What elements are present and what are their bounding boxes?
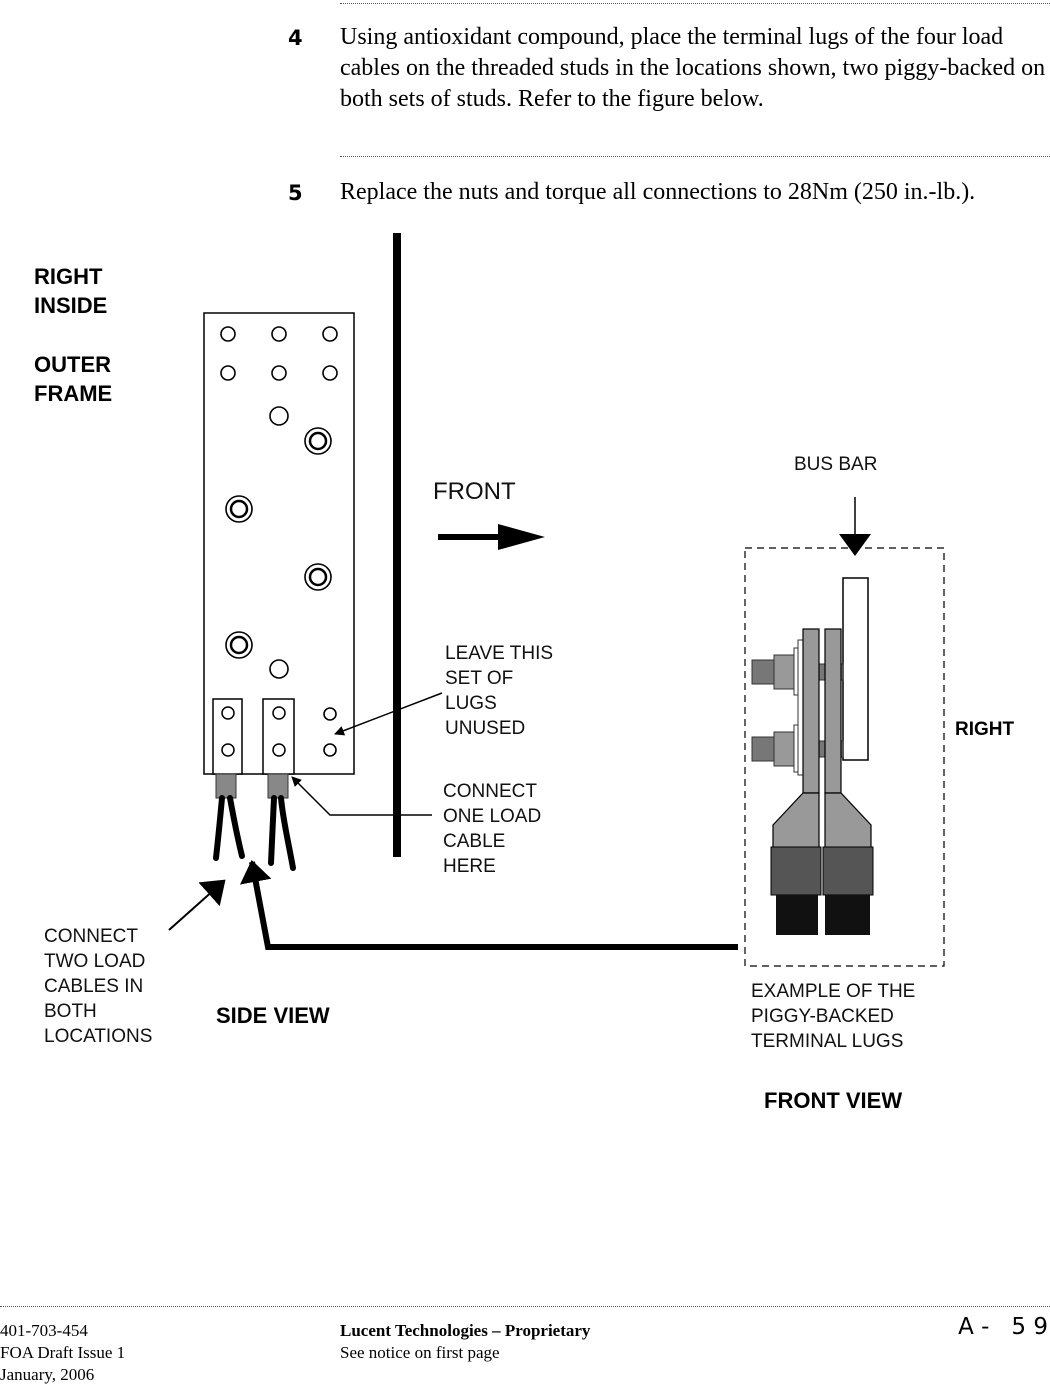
front-arrow-icon [438, 524, 545, 550]
load-cables [213, 795, 296, 871]
connect-one-line-4: HERE [443, 856, 496, 877]
notice: See notice on first page [340, 1343, 500, 1362]
front-view-detail [744, 547, 945, 967]
connect-two-line-4: BOTH [44, 1001, 97, 1022]
connect-two-line-5: LOCATIONS [44, 1026, 152, 1047]
connect-two-line-2: TWO LOAD [44, 951, 145, 972]
frame-label-line-1: RIGHT [34, 264, 103, 289]
step-5-number: 5 [288, 181, 303, 205]
step-4-text: Using antioxidant compound, place the te… [340, 24, 1046, 112]
side-view-label: SIDE VIEW [216, 1003, 330, 1028]
example-pointer-arrow-icon [239, 860, 738, 950]
footer-left: 401-703-454 FOA Draft Issue 1 January, 2… [0, 1320, 125, 1386]
date: January, 2006 [0, 1365, 95, 1384]
footer-separator [0, 1306, 1050, 1307]
front-view-label: FRONT VIEW [764, 1088, 902, 1113]
step-separator [340, 156, 1050, 157]
example-line-2: PIGGY-BACKED [751, 1006, 894, 1027]
leave-unused-line-2: SET OF [445, 668, 513, 689]
step-4-number: 4 [288, 26, 303, 50]
doc-number: 401-703-454 [0, 1321, 88, 1340]
bus-bar-label: BUS BAR [794, 454, 877, 475]
step-separator-top [340, 3, 1050, 4]
leave-unused-line-1: LEAVE THIS [445, 643, 553, 664]
example-line-3: TERMINAL LUGS [751, 1031, 903, 1052]
front-label: FRONT [433, 478, 516, 505]
leave-unused-arrow-icon [334, 692, 443, 736]
leave-unused-line-4: UNUSED [445, 718, 525, 739]
right-label: RIGHT [955, 719, 1015, 740]
frame-label-line-3: OUTER [34, 352, 111, 377]
bus-bar-connection-figure: RIGHT INSIDE OUTER FRAME [34, 233, 1015, 1113]
issue: FOA Draft Issue 1 [0, 1343, 126, 1362]
connect-one-arrow-icon [291, 776, 432, 816]
footer-center: Lucent Technologies – Proprietary See no… [340, 1320, 590, 1364]
connect-one-line-1: CONNECT [443, 781, 537, 802]
frame-label-line-2: INSIDE [34, 293, 107, 318]
connect-one-line-2: ONE LOAD [443, 806, 541, 827]
connect-two-line-1: CONNECT [44, 926, 138, 947]
page-number: A - 5 9 [958, 1314, 1048, 1340]
example-line-1: EXAMPLE OF THE [751, 981, 915, 1002]
stud-icons [225, 427, 332, 659]
step-5-text: Replace the nuts and torque all connecti… [340, 179, 976, 205]
leave-unused-line-3: LUGS [445, 693, 497, 714]
company: Lucent Technologies – Proprietary [340, 1321, 591, 1340]
connect-one-line-3: CABLE [443, 831, 505, 852]
connect-two-arrow-icon [168, 879, 226, 931]
frame-label-line-4: FRAME [34, 381, 112, 406]
connect-two-line-3: CABLES IN [44, 976, 143, 997]
side-view-plate [203, 312, 355, 799]
